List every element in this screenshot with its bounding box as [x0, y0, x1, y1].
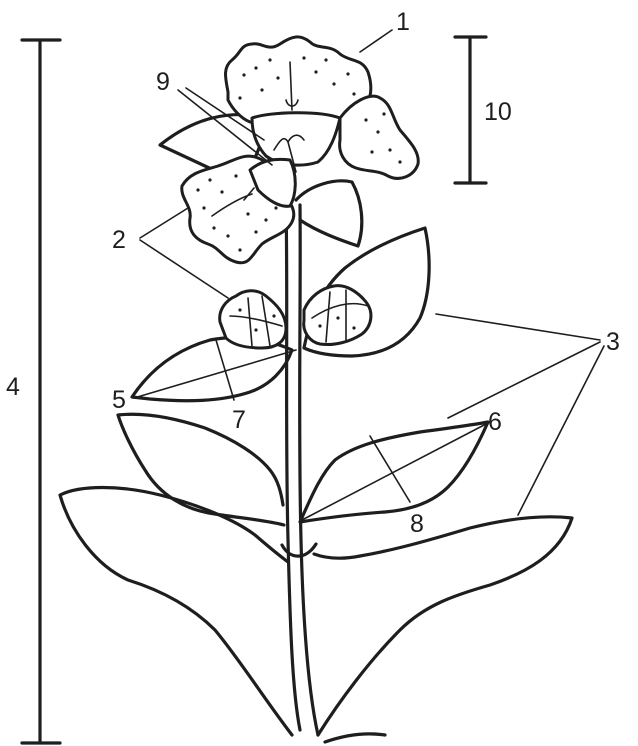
leader-line-3a	[436, 314, 600, 340]
label-4: 4	[6, 373, 20, 401]
side-flower-upper	[182, 156, 296, 263]
label-7: 7	[232, 406, 246, 434]
label-6: 6	[488, 408, 502, 436]
label-3: 3	[606, 328, 620, 356]
label-1: 1	[396, 8, 410, 36]
lower-right-leaf	[314, 517, 572, 742]
plant-height-scale-bar	[22, 40, 60, 743]
label-5: 5	[112, 386, 126, 414]
flower-bud-left	[220, 291, 286, 348]
label-8: 8	[410, 510, 424, 538]
leader-line-3b	[448, 342, 600, 418]
label-2: 2	[112, 226, 126, 254]
flower-bud-right	[304, 286, 371, 345]
flower-size-scale-bar	[455, 37, 486, 183]
lower-left-leaf	[60, 488, 292, 736]
leader-line-1	[360, 30, 392, 52]
stem	[282, 205, 318, 735]
leader-line-3c	[518, 346, 604, 515]
leaf-width-line-8	[370, 436, 410, 502]
leaf-length-line-5	[134, 350, 296, 398]
label-9: 9	[156, 68, 170, 96]
label-10: 10	[484, 98, 512, 126]
leader-line-2a	[140, 208, 188, 238]
